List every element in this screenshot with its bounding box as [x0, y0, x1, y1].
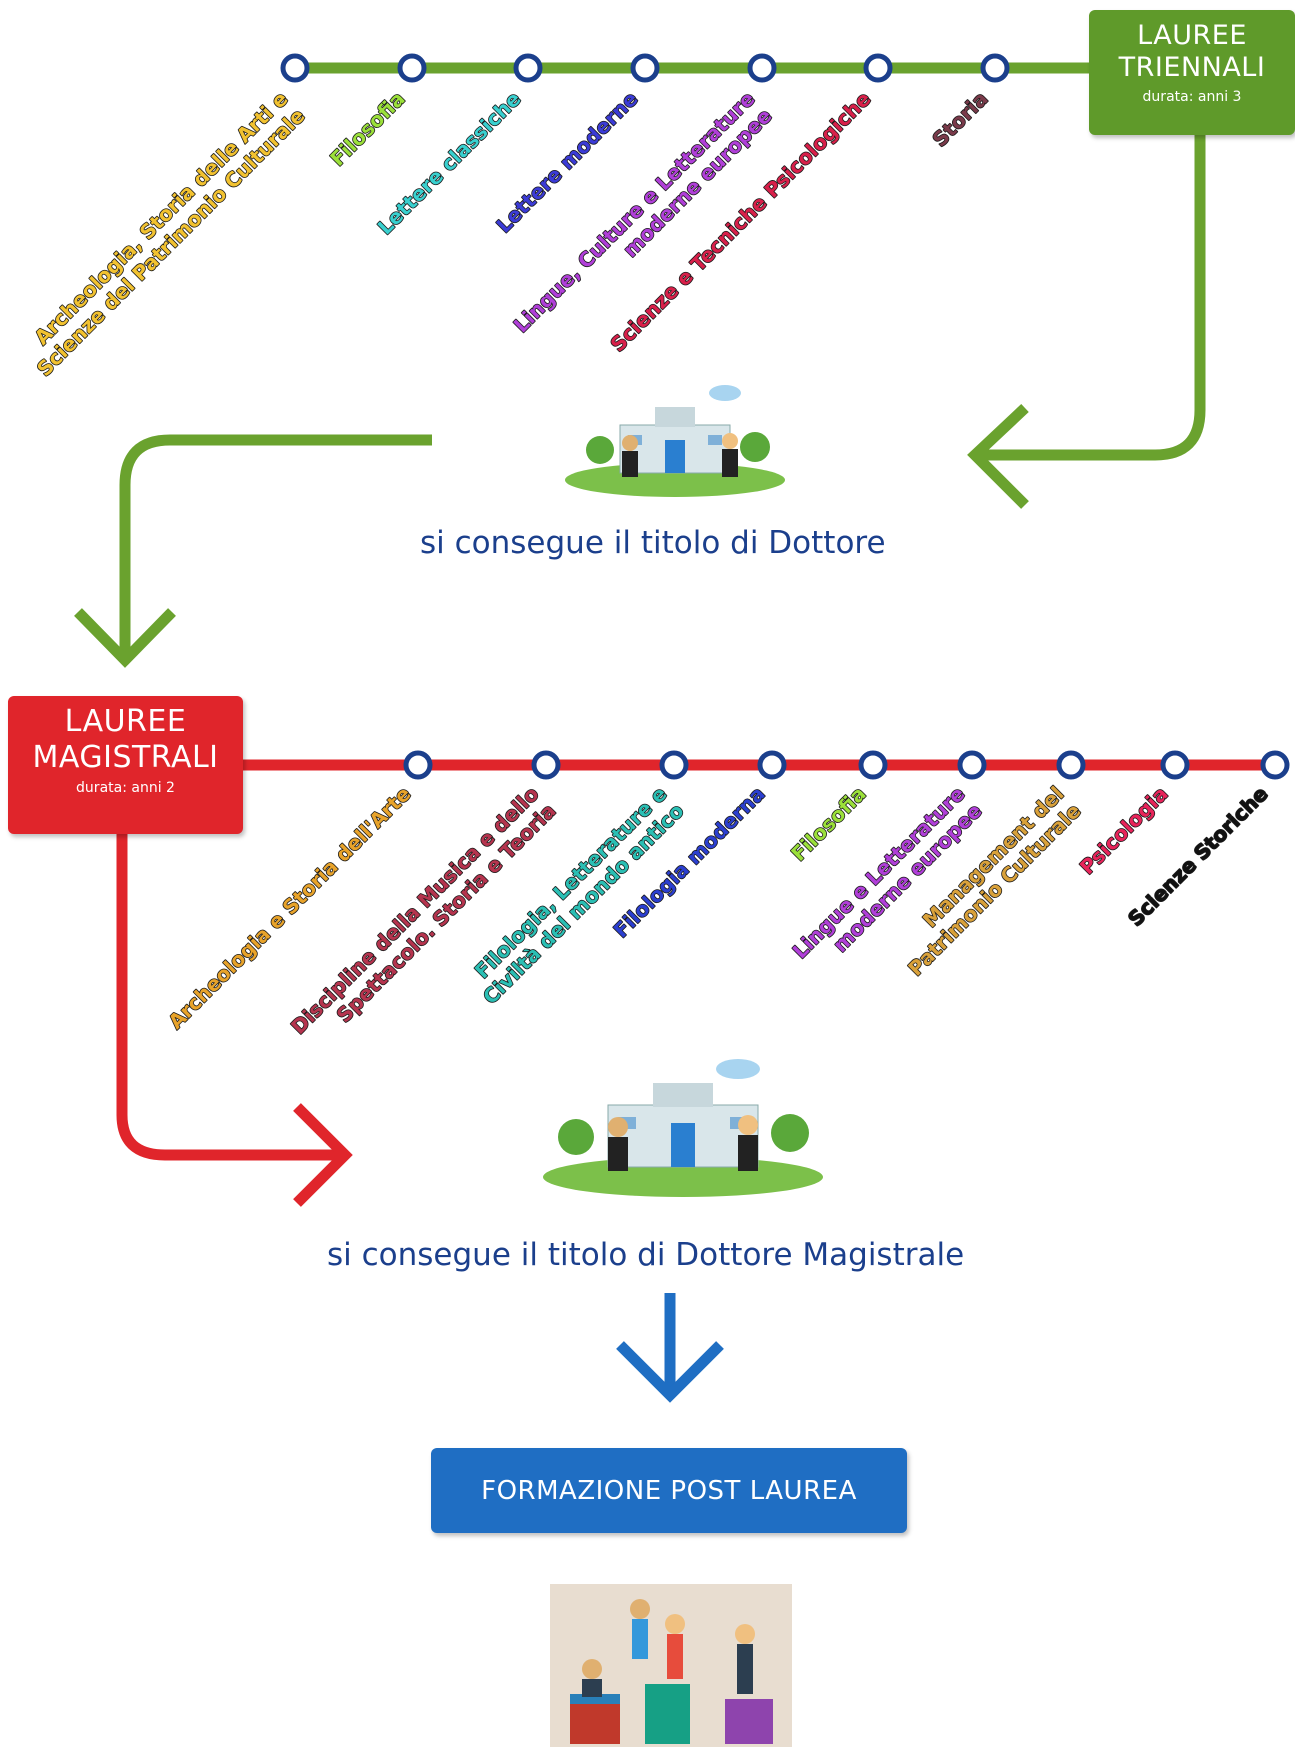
formazione-post-laurea-box: FORMAZIONE POST LAUREA	[431, 1448, 907, 1533]
magistrali-course-label-line: Psicologia	[1075, 782, 1173, 880]
triennali-duration: durata: anni 3	[1142, 88, 1242, 105]
magistrali-station	[1260, 750, 1290, 780]
triennali-return-path	[975, 135, 1206, 461]
triennali-station	[630, 53, 660, 83]
triennali-course-label: Storia	[928, 87, 993, 152]
graduation-illustration-large	[543, 1059, 823, 1197]
triennali-station	[980, 53, 1010, 83]
triennali-course-label-line: Storia	[928, 87, 993, 152]
triennali-title-line1: LAUREE	[1137, 20, 1247, 51]
dottore-magistrale-caption: si consegue il titolo di Dottore Magistr…	[327, 1237, 965, 1273]
triennali-station	[513, 53, 543, 83]
triennali-station	[863, 53, 893, 83]
magistrali-course-label-line: Discipline della Musica e dello	[286, 782, 543, 1039]
students-books-illustration	[550, 1584, 792, 1747]
magistrali-station	[403, 750, 433, 780]
magistrali-out-path	[116, 834, 345, 1161]
triennali-course-label-line: Filosofia	[325, 87, 409, 171]
triennali-return-arrowhead	[967, 403, 1029, 509]
magistrali-station	[957, 750, 987, 780]
magistrali-title-line2: MAGISTRALI	[32, 740, 219, 775]
triennali-course-label-line: Archeologia, Storia delle Arti e	[30, 87, 293, 350]
magistrali-station	[1160, 750, 1190, 780]
triennali-course-label-line: moderne europee	[618, 104, 776, 262]
triennali-station	[397, 53, 427, 83]
magistrali-station	[858, 750, 888, 780]
triennali-course-label: Filosofia	[325, 87, 409, 171]
dottore-caption: si consegue il titolo di Dottore	[420, 525, 886, 561]
triennali-course-label: Archeologia, Storia delle Arti eScienze …	[15, 87, 309, 381]
triennali-station	[280, 53, 310, 83]
post-laurea-arrowhead	[616, 1341, 724, 1403]
magistrali-course-label: Psicologia	[1075, 782, 1173, 880]
triennali-to-magistrali-arrowhead	[74, 608, 176, 668]
magistrali-duration: durata: anni 2	[76, 780, 175, 796]
triennali-to-magistrali-path	[119, 434, 432, 660]
magistrali-station	[531, 750, 561, 780]
triennali-station	[747, 53, 777, 83]
triennali-course-label-line: Lingue, Culture e Letterature	[509, 87, 760, 338]
triennali-course-label-line: Scienze del Patrimonio Culturale	[32, 104, 309, 381]
formazione-post-laurea-label: FORMAZIONE POST LAUREA	[481, 1475, 857, 1506]
magistrali-course-label: Filosofia	[786, 782, 870, 866]
magistrali-course-label-line: Filosofia	[786, 782, 870, 866]
graduation-illustration-small	[565, 385, 785, 497]
triennali-title-line2: TRIENNALI	[1118, 52, 1266, 84]
magistrali-station	[757, 750, 787, 780]
magistrali-title-line1: LAUREE	[64, 704, 187, 739]
magistrali-out-arrowhead	[293, 1103, 353, 1207]
magistrali-station	[1056, 750, 1086, 780]
magistrali-station	[659, 750, 689, 780]
